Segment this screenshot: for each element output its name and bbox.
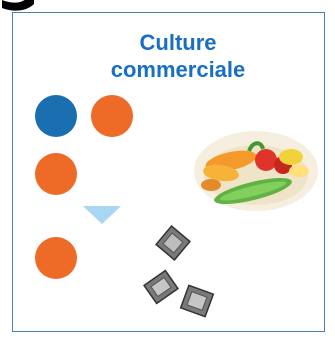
down-triangle-icon bbox=[83, 206, 121, 224]
slide-title: Culture commerciale bbox=[73, 29, 283, 83]
orange-dot bbox=[91, 95, 133, 137]
vegetables-basket-icon bbox=[194, 131, 318, 211]
orange-dot bbox=[35, 153, 77, 195]
storage-box-icon bbox=[142, 225, 215, 318]
orange-dot bbox=[35, 237, 77, 279]
slide-card: Culture commerciale bbox=[12, 12, 325, 332]
blue-dot bbox=[35, 95, 77, 137]
title-line-2: commerciale bbox=[110, 57, 246, 82]
title-line-1: Culture bbox=[139, 30, 217, 55]
cut-off-glyph bbox=[2, 0, 34, 11]
